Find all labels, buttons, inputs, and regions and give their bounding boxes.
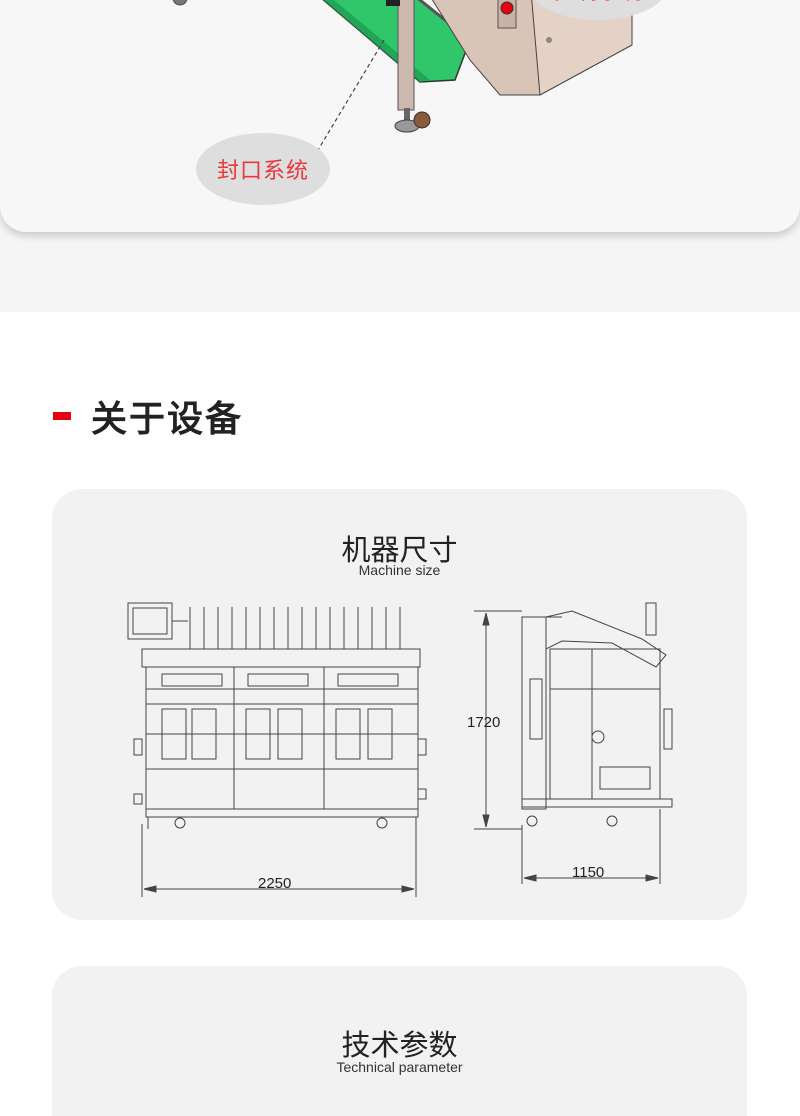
machine-illustration-card: 控制系统 封口系统 (0, 0, 800, 232)
section-accent-bar (53, 412, 71, 420)
technical-parameter-title: 技术参数 (341, 1028, 458, 1062)
section-title: 关于设备 (91, 399, 244, 440)
technical-parameter-subtitle: Technical parameter (336, 1059, 463, 1075)
machine-illustration (172, 0, 633, 151)
front-modules (161, 673, 399, 760)
callout-control-system: 控制系统 (528, 0, 668, 20)
section-heading: 关于设备 (53, 390, 243, 442)
machine-size-title: 机器尺寸 (341, 533, 458, 567)
width-dimension-label: 2250 (258, 875, 291, 892)
callout-sealing-system: 封口系统 (196, 133, 330, 205)
top-band: 控制系统 封口系统 (0, 0, 800, 312)
machine-size-card: 机器尺寸 Machine size (52, 489, 747, 920)
height-dimension-label: 1720 (467, 714, 500, 731)
front-top-rods (189, 607, 401, 649)
machine-dimension-drawing: 2250 1150 1720 (127, 602, 673, 897)
depth-dimension-label: 1150 (572, 864, 604, 881)
machine-size-subtitle: Machine size (358, 562, 441, 578)
technical-parameter-card: 技术参数 Technical parameter (52, 966, 747, 1116)
